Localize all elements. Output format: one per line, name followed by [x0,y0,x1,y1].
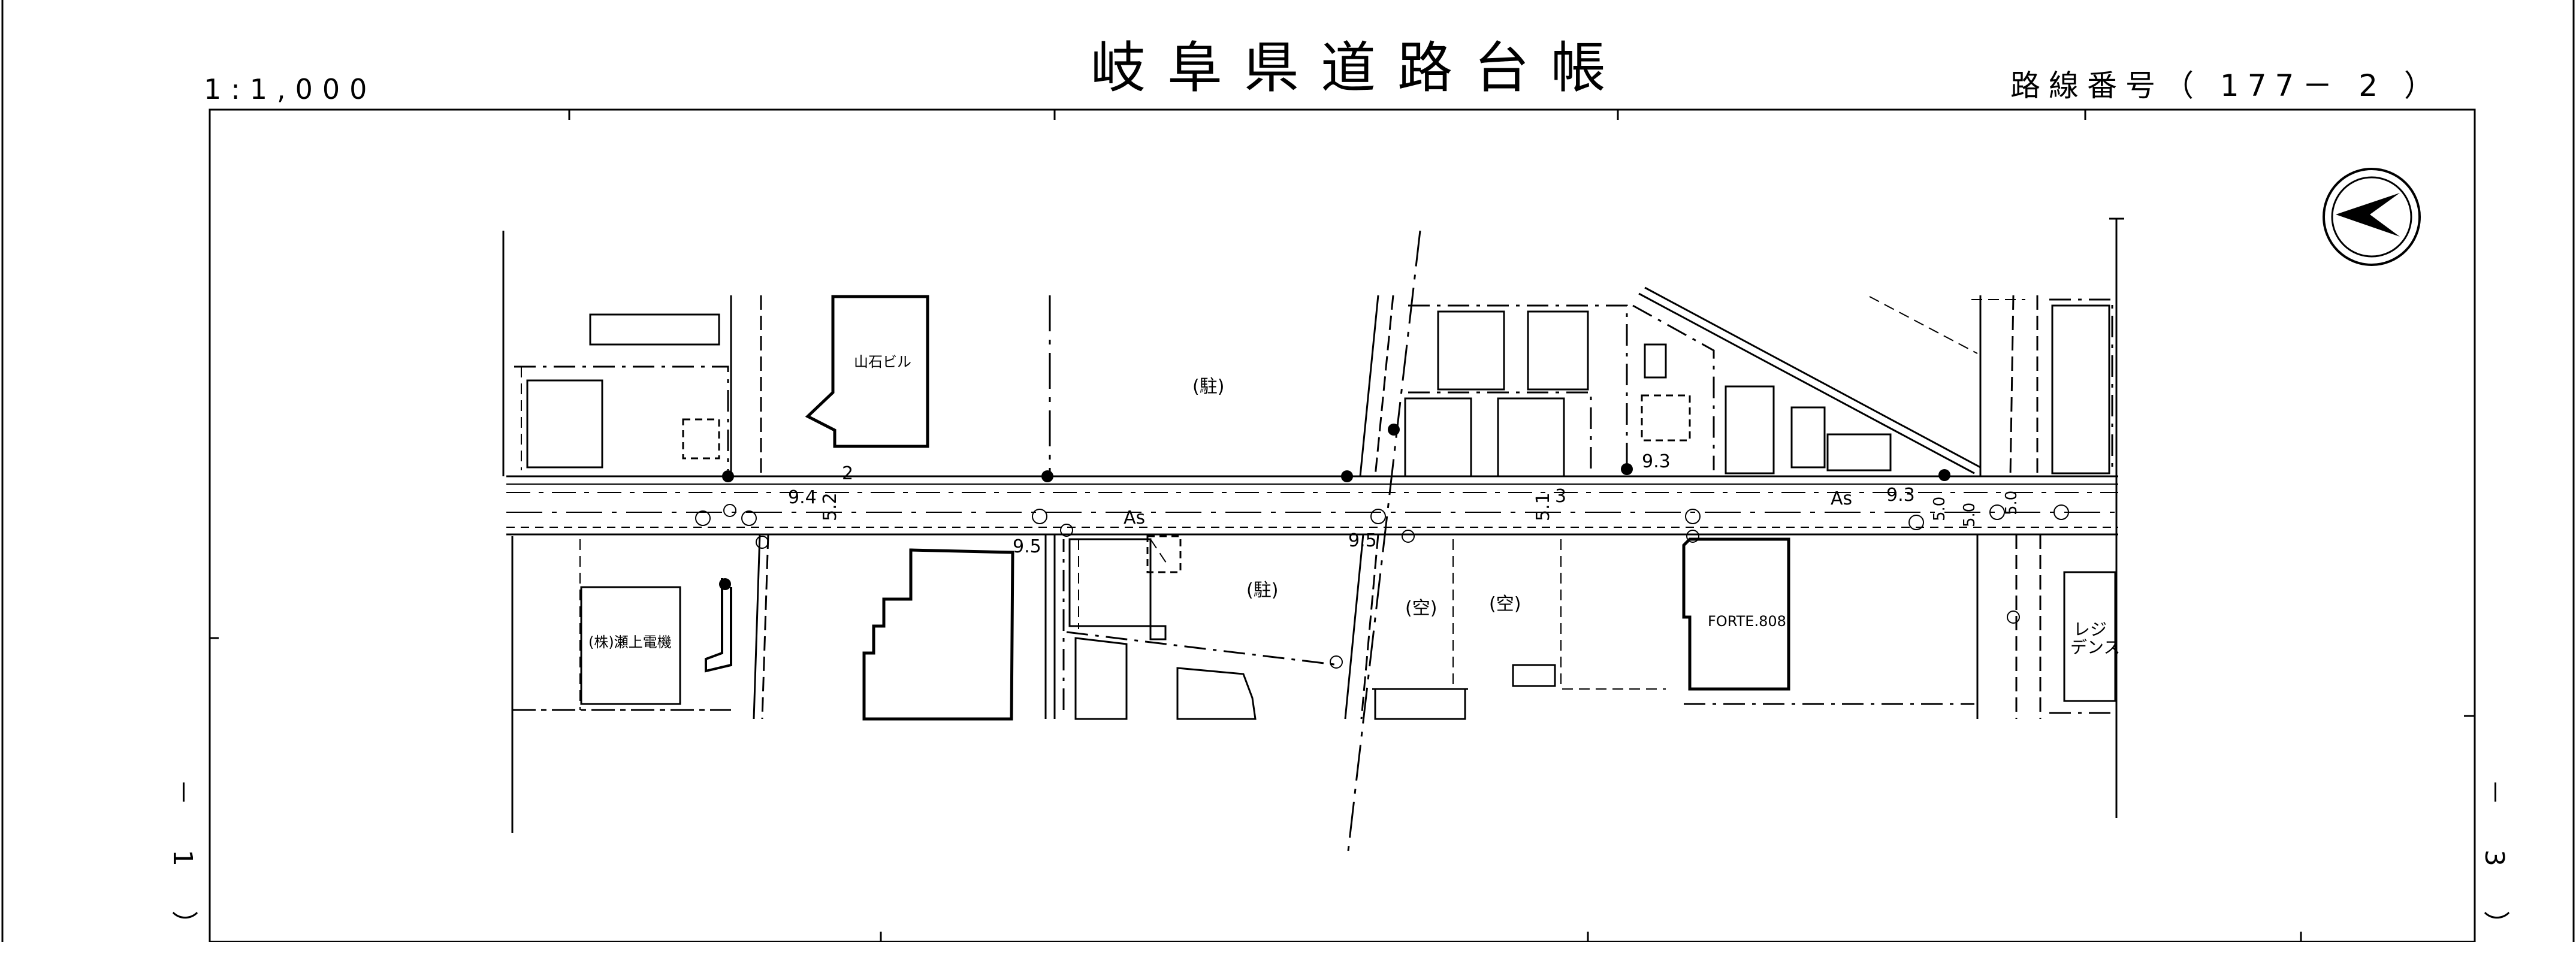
control-points [719,424,1950,590]
map-labels: 山石ビル (駐) (駐) (空) (空) (株)瀬上電機 FORTE.808 レ… [588,353,2120,657]
dashed-boundaries [521,296,2025,710]
dim-9-3-a: 9.3 [1642,451,1671,472]
label-segami-company: (株)瀬上電機 [588,634,672,651]
dim-5-1: 5.1 [1533,492,1554,521]
dim-9-4: 9.4 [788,487,817,508]
dim-5-0-c: 5.0 [2003,491,2021,515]
label-parking-north: (駐) [1192,376,1224,397]
dim-9-3-b: 9.3 [1886,485,1915,506]
label-forte-808: FORTE.808 [1708,613,1786,630]
label-pavement-1: As [1124,507,1145,528]
map-extent-lines [502,217,2124,833]
dim-9-5-b: 9.5 [1348,530,1377,551]
frame-ticks [210,110,2475,942]
label-pavement-2: As [1831,488,1852,509]
main-road [506,475,2118,536]
right-adjacent-sheet-ref: － 3 ） [2479,779,2509,955]
dim-5-2: 5.2 [820,492,841,521]
sheet-title: 岐阜県道路台帳 [1091,36,1628,100]
label-parking-south: (駐) [1246,580,1278,601]
map-frame [209,108,2476,942]
label-vacant-1: (空) [1405,598,1437,619]
north-arrow-icon [2323,168,2421,266]
dim-5-0-b: 5.0 [1961,503,1979,527]
label-yamaishi-building: 山石ビル [854,353,911,370]
buildings [526,295,2116,721]
route-number: 路線番号（ 177－ 2 ） [2010,68,2442,103]
label-residence-1: レジ [2073,619,2107,639]
dim-9-5-a: 9.5 [1013,536,1041,557]
left-adjacent-sheet-ref: － 1 ） [167,779,198,955]
dim-2: 2 [842,463,853,484]
label-residence-2: デンス [2070,637,2120,657]
street-symbols [695,504,2069,669]
cross-roads [730,230,2042,851]
parcel-boundaries [512,298,2113,714]
label-vacant-2: (空) [1489,594,1521,615]
map-scale: 1:1,000 [204,73,377,105]
dim-3: 3 [1555,486,1566,507]
dim-5-0-a: 5.0 [1931,497,1949,521]
